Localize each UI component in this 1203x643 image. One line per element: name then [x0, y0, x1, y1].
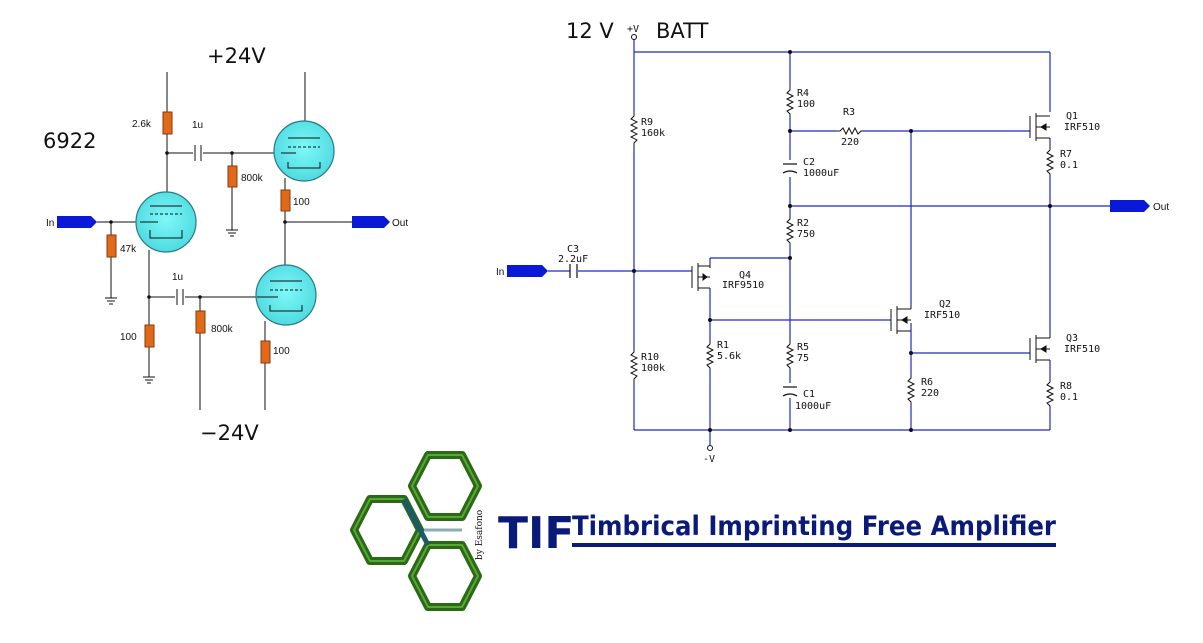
tube-capacitors: [176, 145, 202, 305]
mosfet-in-label: In: [496, 267, 504, 278]
r7-value: 0.1: [1060, 160, 1078, 171]
resistor-r10: [629, 348, 639, 382]
r1-value: 5.6k: [717, 351, 741, 362]
q1-value: IRF510: [1064, 122, 1100, 133]
vplus-terminal: [631, 34, 637, 40]
label-100-bottom: 100: [273, 346, 290, 357]
c2-value: 1000uF: [803, 168, 839, 179]
label-47k: 47k: [120, 244, 137, 255]
supply-positive-label: +24V: [207, 44, 266, 68]
r6-value: 220: [921, 388, 939, 399]
resistor-r6: [906, 374, 916, 404]
tube-resistors: [106, 111, 291, 364]
batt-label: BATT: [656, 19, 709, 43]
logo-acronym: TIF: [498, 508, 574, 559]
r2-name: R2: [797, 218, 809, 229]
label-100-cathode: 100: [120, 332, 137, 343]
mosfet-q2: [890, 305, 912, 334]
mosfet-q1: [1029, 113, 1050, 141]
tube-input-arrow: [57, 216, 97, 228]
mosfet-q4: [691, 263, 711, 291]
c3-value: 2.2uF: [558, 254, 588, 265]
vplus-label: +V: [627, 24, 639, 35]
r8-name: R8: [1060, 381, 1072, 392]
q3-value: IRF510: [1064, 344, 1100, 355]
r7-name: R7: [1060, 149, 1072, 160]
resistor-r2: [785, 215, 795, 245]
q4-name: Q4: [739, 270, 751, 281]
c3-name: C3: [567, 244, 579, 255]
resistor-r5: [785, 340, 795, 370]
c1-value: 1000uF: [795, 401, 831, 412]
vacuum-tube-input: [135, 191, 197, 253]
tube-output-arrow: [352, 216, 390, 228]
mosfet-capacitors: [569, 163, 798, 397]
mosfet-q3: [1029, 332, 1051, 363]
r4-value: 100: [797, 99, 815, 110]
resistor-r3: [836, 126, 862, 136]
mosfet-output-arrow: [1110, 200, 1150, 212]
r5-value: 75: [797, 353, 809, 364]
r9-value: 160k: [641, 128, 665, 139]
c1-name: C1: [803, 389, 815, 400]
battery-voltage-label: 12 V: [566, 19, 614, 43]
r3-value: 220: [841, 137, 859, 148]
resistor-r8: [1045, 378, 1055, 408]
tif-logo: by Esafono TIF Timbrical Imprinting Free…: [350, 451, 1057, 611]
label-1u-top: 1u: [192, 120, 203, 131]
r10-value: 100k: [641, 363, 665, 374]
resistor-800k-top: [227, 165, 238, 188]
resistor-800k-bottom: [195, 310, 206, 334]
tube-wiring: [97, 72, 352, 410]
label-800k-top: 800k: [241, 173, 264, 184]
q1-name: Q1: [1066, 111, 1078, 122]
mosfet-circuit: 12 V BATT +V -V: [496, 19, 1169, 465]
vacuum-tube-upper: [273, 120, 335, 182]
r3-name: R3: [843, 107, 855, 118]
q3-name: Q3: [1066, 333, 1078, 344]
r9-name: R9: [641, 117, 653, 128]
mosfet-resistors: [629, 86, 1055, 408]
resistor-r4: [785, 86, 795, 116]
r1-name: R1: [717, 340, 729, 351]
resistor-100-cathode: [144, 324, 155, 348]
vminus-label: -V: [703, 454, 715, 465]
r6-name: R6: [921, 377, 933, 388]
r8-value: 0.1: [1060, 392, 1078, 403]
resistor-2k6: [162, 111, 173, 135]
resistor-r9: [629, 112, 639, 150]
tube-circuit: 6922 +24V −24V: [43, 44, 408, 445]
q2-name: Q2: [939, 299, 951, 310]
vminus-terminal: [707, 445, 713, 451]
mosfet-input-arrow: [507, 265, 548, 277]
resistor-47k: [106, 234, 117, 258]
r5-name: R5: [797, 342, 809, 353]
label-800k-bottom: 800k: [211, 324, 234, 335]
tagline-underline: [572, 543, 1056, 547]
supply-negative-label: −24V: [200, 421, 259, 445]
vacuum-tube-lower: [255, 264, 317, 326]
label-1u-bottom: 1u: [172, 272, 183, 283]
mosfet-wiring: [548, 40, 1110, 445]
label-2k6: 2.6k: [132, 119, 152, 130]
hexagon-logo-icon: [350, 451, 482, 611]
logo-tagline: Timbrical Imprinting Free Amplifier: [572, 511, 1057, 542]
label-100-plate: 100: [293, 197, 310, 208]
mosfet-out-label: Out: [1153, 202, 1169, 213]
c2-name: C2: [803, 157, 815, 168]
r4-name: R4: [797, 88, 809, 99]
tube-in-label: In: [46, 218, 54, 229]
r10-name: R10: [641, 352, 659, 363]
tube-out-label: Out: [392, 218, 408, 229]
tube-type-label: 6922: [43, 129, 96, 153]
resistor-100-plate: [280, 189, 291, 212]
q2-value: IRF510: [924, 310, 960, 321]
resistor-100-bottom: [260, 340, 271, 364]
r2-value: 750: [797, 229, 815, 240]
logo-byline: by Esafono: [475, 510, 485, 560]
resistor-r7: [1045, 146, 1055, 176]
q4-value: IRF9510: [722, 280, 764, 291]
resistor-r1: [705, 340, 715, 370]
